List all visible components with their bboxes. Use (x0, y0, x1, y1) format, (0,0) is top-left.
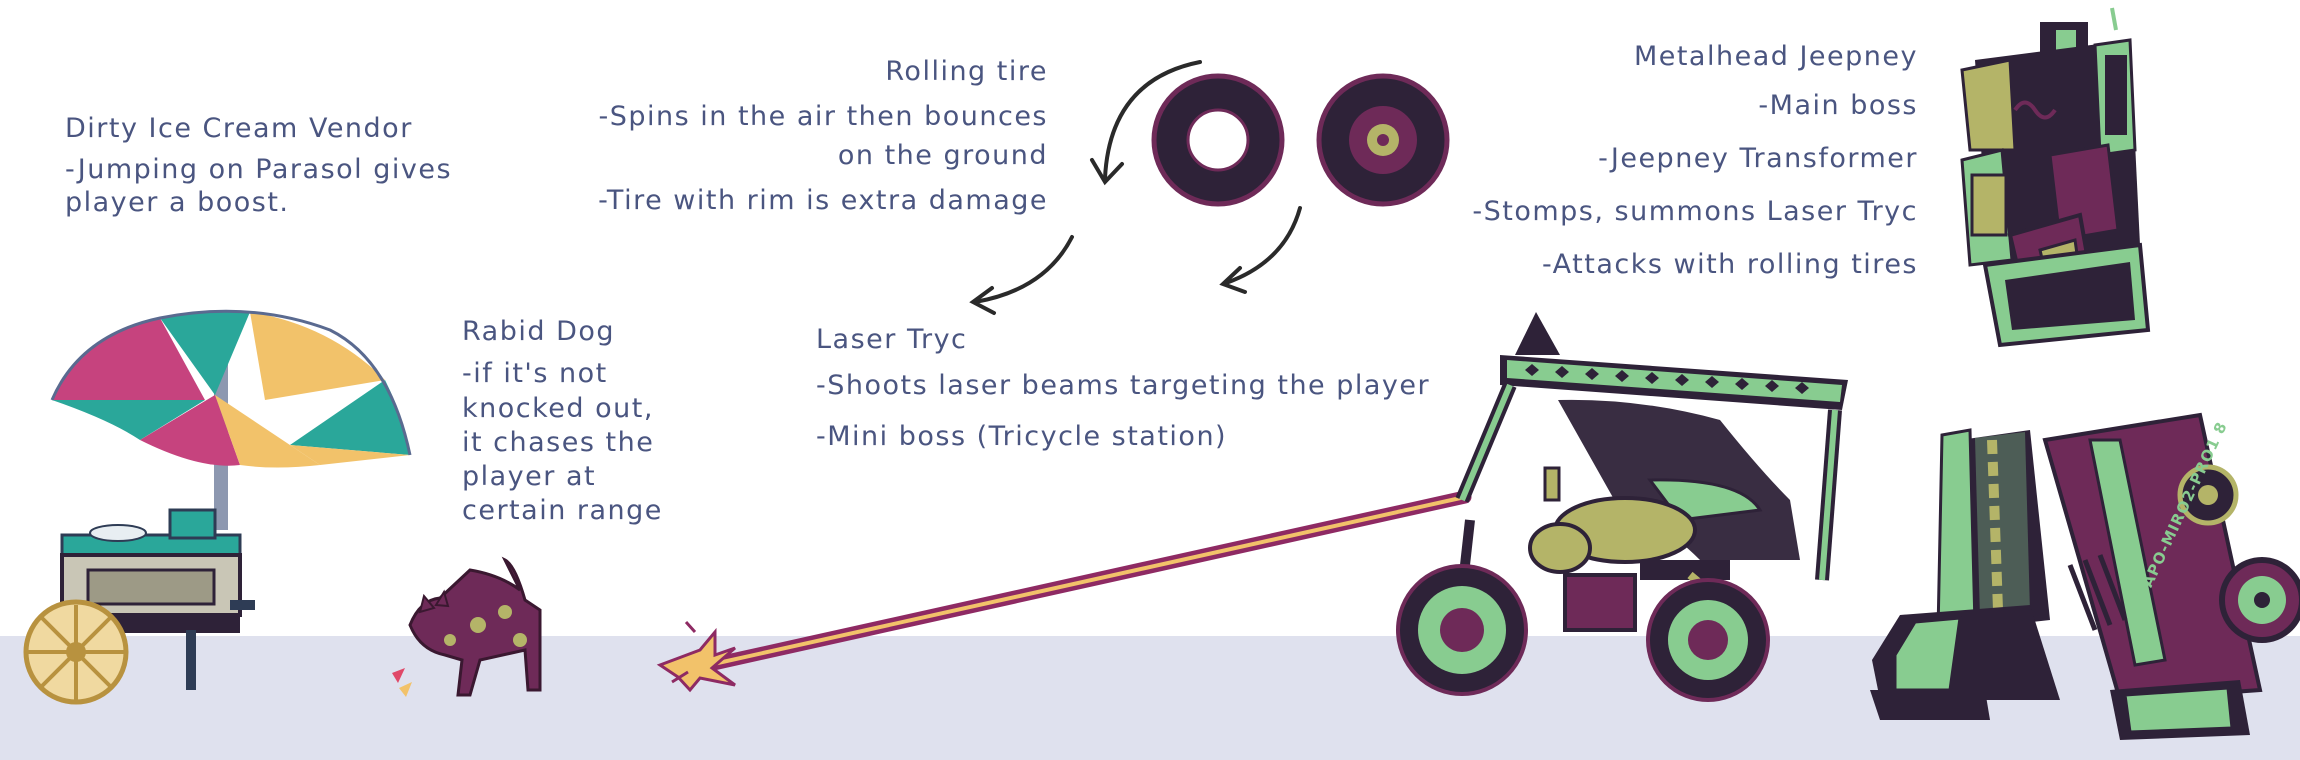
ice-cream-line: -Jumping on Parasol gives (65, 154, 453, 186)
parasol-segment (290, 445, 410, 465)
jeepney-line: -Main boss (1758, 89, 1918, 121)
tryc-title: Laser Tryc (816, 324, 968, 355)
parasol-segment (52, 400, 205, 440)
arrow-head (969, 286, 996, 315)
arrow-curve (1103, 60, 1202, 180)
tire-line: on the ground (837, 140, 1048, 172)
tire-line: -Spins in the air then bounces (598, 101, 1048, 133)
dog-line: player at (462, 461, 597, 493)
parasol-segment (160, 310, 250, 395)
arrow-head (1090, 158, 1124, 186)
jeepney-description: Metalhead Jeepney -Main boss -Jeepney Tr… (1472, 41, 1918, 282)
tryc-line: -Shoots laser beams targeting the player (816, 370, 1431, 402)
jeepney-line: -Jeepney Transformer (1598, 142, 1918, 174)
laser-beam (656, 490, 1472, 693)
ice-cream-line: player a boost. (65, 186, 290, 218)
dog-line: it chases the (462, 426, 655, 458)
dog-line: -if it's not (462, 358, 608, 390)
dog-title: Rabid Dog (462, 316, 616, 347)
arrow-head (1219, 266, 1247, 294)
dog-line: certain range (462, 495, 663, 527)
metalhead-jeepney[interactable]: GUAPO-MIRO2-PRO1 8 (1870, 7, 2300, 740)
dog-description: Rabid Dog -if it's not knocked out, it c… (462, 315, 663, 529)
rolling-tire-with-rim[interactable] (1316, 73, 1450, 207)
arrow-curve (1224, 206, 1302, 285)
parasol-segment (250, 312, 385, 400)
tire-line: -Tire with rim is extra damage (598, 185, 1048, 217)
parasol-segment (52, 318, 205, 400)
jeepney-line: -Stomps, summons Laser Tryc (1472, 195, 1918, 227)
laser-tryc[interactable] (1396, 312, 1848, 702)
parasol-segment (140, 395, 240, 466)
tire-description: Rolling tire -Spins in the air then boun… (598, 52, 1048, 221)
arrow-curve (973, 235, 1074, 304)
ice-cream-title: Dirty Ice Cream Vendor (65, 113, 413, 144)
ice-cream-description: Dirty Ice Cream Vendor -Jumping on Paras… (65, 113, 452, 219)
rabid-dog[interactable] (392, 556, 542, 697)
jeepney-line: -Attacks with rolling tires (1542, 248, 1918, 280)
tryc-description: Laser Tryc -Shoots laser beams targeting… (816, 324, 1430, 453)
jeepney-title: Metalhead Jeepney (1633, 41, 1918, 72)
parasol-segment (290, 380, 410, 455)
ice-cream-cart[interactable] (23, 309, 412, 705)
parasol-segment (215, 395, 320, 468)
dog-line: knocked out, (462, 392, 654, 424)
tire-title: Rolling tire (885, 56, 1048, 87)
rolling-tire[interactable] (1151, 73, 1285, 207)
tryc-line: -Mini boss (Tricycle station) (816, 420, 1228, 452)
